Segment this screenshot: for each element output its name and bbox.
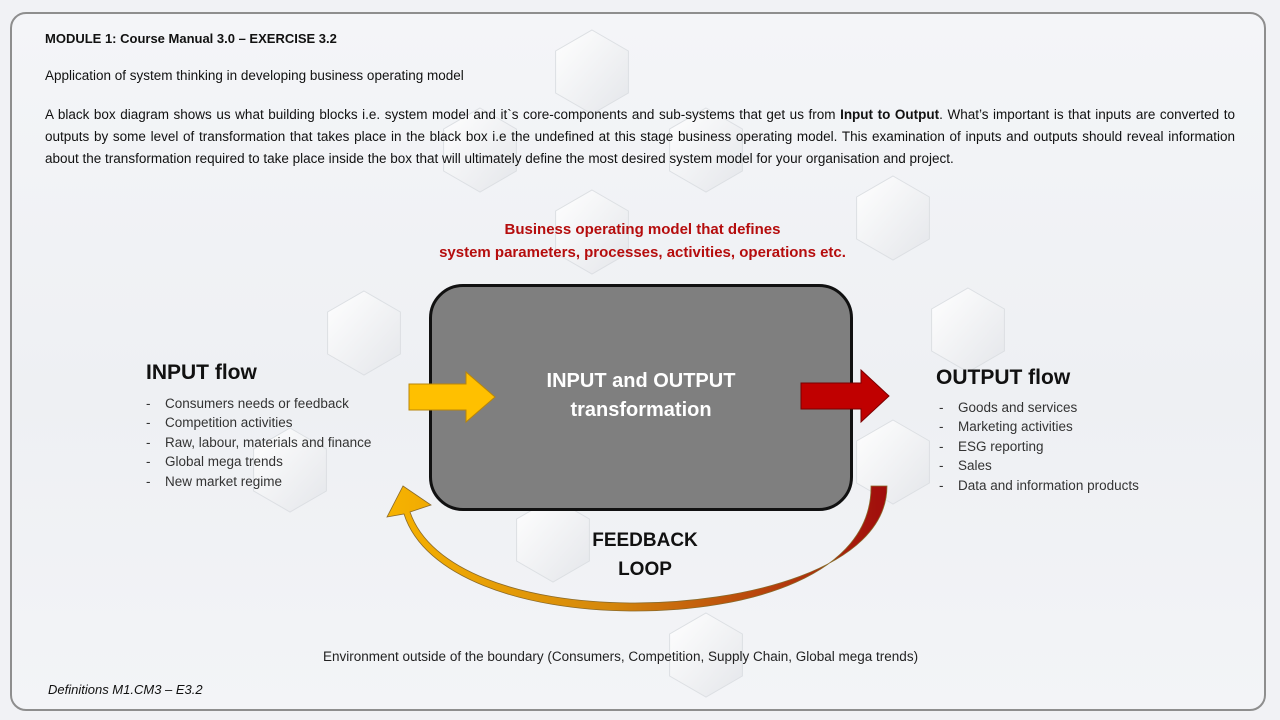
- definitions-footer: Definitions M1.CM3 – E3.2: [48, 682, 203, 697]
- subtitle: Application of system thinking in develo…: [45, 68, 464, 83]
- paragraph-text-2: . What’s important is that inputs are co…: [45, 107, 1235, 166]
- hexagon-shape: [669, 612, 743, 698]
- feedback-line2: LOOP: [618, 559, 672, 580]
- hexagon-shape: [555, 29, 629, 115]
- input-flow-title: INPUT flow: [146, 361, 257, 384]
- output-item: Goods and services: [939, 398, 1139, 418]
- description-paragraph: A black box diagram shows us what buildi…: [45, 104, 1235, 170]
- model-title-line1: Business operating model that defines: [504, 221, 781, 238]
- environment-note: Environment outside of the boundary (Con…: [323, 649, 919, 664]
- paragraph-bold: Input to Output: [840, 107, 940, 122]
- hexagon-shape: [327, 290, 401, 376]
- paragraph-text-1: A black box diagram shows us what buildi…: [45, 107, 841, 122]
- box-label-line2: transformation: [570, 399, 712, 421]
- input-item: Consumers needs or feedback: [146, 394, 371, 414]
- feedback-loop-label: FEEDBACK LOOP: [580, 526, 710, 584]
- output-item: Marketing activities: [939, 417, 1139, 437]
- feedback-line1: FEEDBACK: [592, 530, 698, 551]
- hexagon-shape: [856, 175, 930, 261]
- input-flow-list: Consumers needs or feedbackCompetition a…: [146, 394, 371, 491]
- output-item: ESG reporting: [939, 437, 1139, 457]
- black-box-label: INPUT and OUTPUT transformation: [500, 367, 782, 425]
- input-item: Competition activities: [146, 413, 371, 433]
- hexagon-shape: [931, 287, 1005, 373]
- hexagon-shape: [669, 107, 743, 193]
- output-flow-list: Goods and servicesMarketing activitiesES…: [939, 398, 1139, 495]
- black-box: [429, 284, 853, 511]
- output-flow-title: OUTPUT flow: [936, 366, 1071, 389]
- output-item: Sales: [939, 456, 1139, 476]
- hexagon-shape: [443, 107, 517, 193]
- business-model-title: Business operating model that defines sy…: [380, 218, 905, 264]
- hexagon-shape: [516, 497, 590, 583]
- model-title-line2: system parameters, processes, activities…: [439, 244, 846, 261]
- hexagon-shape: [555, 189, 629, 275]
- feedback-curve: [386, 485, 888, 612]
- input-item: New market regime: [146, 472, 371, 492]
- output-arrow-icon: [800, 368, 890, 424]
- hexagon-shape: [856, 419, 930, 505]
- box-label-line1: INPUT and OUTPUT: [546, 370, 736, 392]
- input-item: Global mega trends: [146, 452, 371, 472]
- module-title: MODULE 1: Course Manual 3.0 – EXERCISE 3…: [45, 31, 337, 46]
- input-item: Raw, labour, materials and finance: [146, 433, 371, 453]
- output-item: Data and information products: [939, 476, 1139, 496]
- input-arrow-icon: [408, 370, 496, 424]
